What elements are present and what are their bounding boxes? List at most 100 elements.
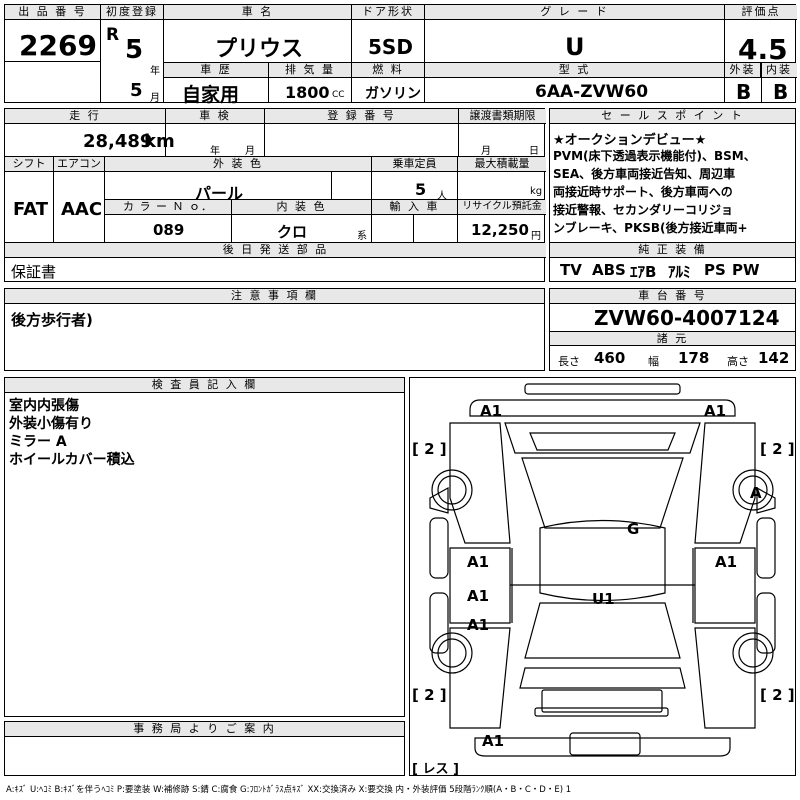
color-label: 外 装 色 [105, 157, 371, 172]
office-label: 事 務 局 よ り ご 案 内 [5, 722, 404, 737]
recycle: 12,250 [471, 221, 529, 239]
chassis-number: ZVW60-4007124 [594, 306, 780, 330]
capacity: 5 [415, 180, 427, 199]
office-box: 事 務 局 よ り ご 案 内 [4, 721, 405, 776]
damage-mark: A1 [467, 616, 489, 634]
equip-item: ｴｱB [630, 263, 657, 281]
door-label: ドア形状 [352, 5, 424, 20]
height: 142 [758, 349, 790, 367]
capacity-label: 乗車定員 [372, 157, 457, 172]
era: R [106, 25, 120, 45]
length: 460 [594, 349, 626, 367]
exterior-grade: B [736, 80, 752, 104]
reg-no-label: 登 録 番 号 [265, 109, 458, 124]
chassis-label: 車 台 番 号 [550, 289, 795, 304]
reg-year: 5 [125, 35, 144, 65]
lot-no-label: 出 品 番 号 [5, 5, 100, 20]
int-color-unit: 系 [357, 231, 367, 242]
displacement-label: 排 気 量 [269, 63, 351, 78]
model: 6AA-ZVW60 [535, 82, 649, 102]
transfer-day-unit: 日 [529, 146, 539, 157]
fuel-label: 燃 料 [352, 63, 424, 78]
exterior-color: パール [195, 184, 244, 203]
year-unit: 年 [150, 66, 160, 77]
first-reg-label: 初度登録 [101, 5, 163, 20]
score-label: 評価点 [725, 5, 797, 20]
sales-line: SEA、後方車両接近告知、周辺車 [553, 167, 736, 181]
lot-no: 2269 [19, 29, 97, 62]
inspection-month-unit: 月 [245, 146, 255, 157]
chassis-box: 車 台 番 号 ZVW60-4007124 諸 元 長さ 460 幅 178 高… [549, 288, 796, 371]
month-unit: 月 [150, 93, 160, 104]
interior-label: 内装 [761, 63, 797, 78]
sales-label: セ ー ル ス ポ イ ン ト [550, 109, 795, 124]
shift-label: シフト [5, 157, 53, 172]
history: 自家用 [182, 84, 240, 106]
spec-label: 諸 元 [550, 332, 795, 346]
interior-grade: B [773, 80, 789, 104]
equip-item: PS [704, 261, 726, 279]
equip-item: TV [560, 261, 582, 279]
sales-line: 両接近時サポート、後方車両への [553, 185, 733, 199]
inspection-label: 車 検 [166, 109, 264, 124]
damage-mark: [ レス ] [412, 762, 459, 775]
history-label: 車 歴 [164, 63, 268, 78]
sales-line: ンブレーキ、PKSB(後方接近車両+ [553, 221, 748, 235]
sales-points: セ ー ル ス ポ イ ン ト ★オークションデビュー★ PVM(床下透過表示機… [549, 108, 796, 282]
door-type: 5SD [368, 35, 413, 59]
displacement-unit: CC [332, 90, 345, 100]
height-label: 高さ [727, 355, 749, 368]
mileage: 28,489 [83, 131, 153, 152]
recycle-label: リサイクル預託金 [458, 200, 546, 215]
damage-mark: [ 2 ] [760, 440, 795, 458]
sales-line: ★オークションデビュー★ [553, 133, 707, 148]
damage-mark: A1 [704, 402, 726, 420]
load-label: 最大積載量 [458, 157, 546, 172]
equip-item: ABS [592, 261, 626, 279]
capacity-unit: 人 [437, 191, 447, 202]
damage-mark: [ 2 ] [412, 686, 447, 704]
int-color-label: 内 装 色 [232, 200, 371, 215]
grade: U [565, 33, 585, 61]
damage-mark: A1 [482, 732, 504, 750]
int-color: クロ [277, 223, 308, 241]
header-table: 出 品 番 号 2269 初度登録 R 5 年 5 月 車 名 プリウス ドア形… [4, 4, 797, 106]
ac: AAC [61, 199, 103, 220]
car-name: プリウス [215, 37, 304, 62]
equip-label: 純 正 装 備 [550, 243, 795, 258]
notes-text: 後方歩行者) [11, 311, 93, 329]
inspector-label: 検 査 員 記 入 欄 [5, 378, 404, 393]
grade-label: グ レ ー ド [425, 5, 724, 20]
import-label: 輸 入 車 [372, 200, 457, 215]
equip-item: PW [732, 261, 760, 279]
transfer-month-unit: 月 [481, 146, 491, 157]
inspector-line: ホイールカバー積込 [9, 452, 135, 468]
later-parts: 保証書 [11, 263, 57, 281]
width: 178 [678, 349, 710, 367]
sales-line: 接近警報、セカンダリーコリジョ [553, 203, 734, 217]
car-diagram: A1 A1 [ 2 ] [ 2 ] A G A1 A1 A1 U1 A1 [ 2… [409, 377, 796, 776]
recycle-unit: 円 [531, 231, 541, 242]
exterior-label: 外装 [725, 63, 761, 78]
fuel: ガソリン [365, 86, 421, 102]
damage-mark: [ 2 ] [412, 440, 447, 458]
color-no: 089 [153, 221, 185, 239]
damage-mark: A1 [467, 587, 489, 605]
mileage-label: 走 行 [5, 109, 165, 124]
notes-box: 注 意 事 項 欄 後方歩行者) [4, 288, 545, 371]
car-outline: A1 A1 [ 2 ] [ 2 ] A G A1 A1 A1 U1 A1 [ 2… [412, 383, 795, 775]
shift: FAT [13, 199, 49, 220]
damage-mark: A1 [467, 553, 489, 571]
damage-mark: U1 [592, 590, 615, 608]
inspection-year-unit: 年 [210, 146, 220, 157]
vehicle-info-table: 走 行 28,489 km 車 検 年 月 登 録 番 号 譲渡書類期限 月 日… [4, 108, 546, 282]
length-label: 長さ [558, 355, 580, 368]
inspector-line: ミラー A [9, 434, 67, 450]
damage-mark: A [750, 484, 762, 502]
reg-month: 5 [130, 80, 143, 101]
damage-mark: G [627, 520, 639, 538]
displacement: 1800 [285, 83, 330, 102]
inspector-line: 室内内張傷 [9, 398, 79, 414]
transfer-label: 譲渡書類期限 [459, 109, 546, 124]
color-no-label: カ ラ ー Ｎ ｏ． [105, 200, 231, 215]
